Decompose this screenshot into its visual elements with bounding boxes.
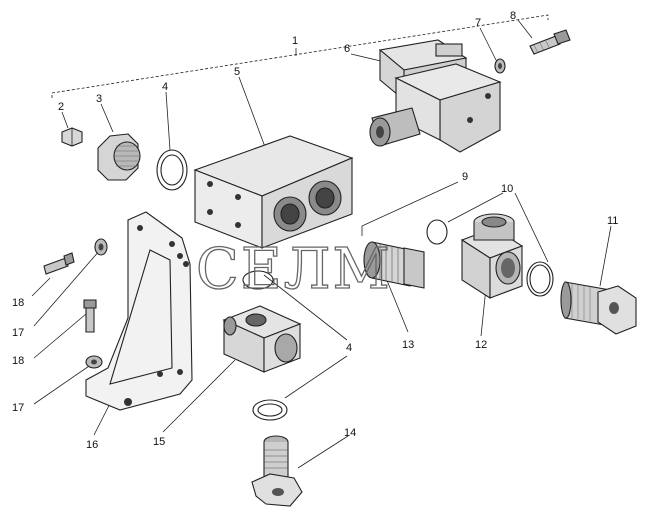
part-4-washer-lower — [242, 270, 288, 421]
callout-15: 15 — [153, 436, 165, 448]
part-16-bracket — [85, 211, 193, 411]
part-9-o-ring — [426, 219, 448, 245]
callout-6: 6 — [344, 43, 350, 55]
callout-18a: 18 — [12, 297, 24, 309]
callout-1: 1 — [292, 35, 298, 47]
part-12-tee-fitting — [460, 213, 524, 300]
callout-labels: 1 2 3 4 4 5 6 7 8 9 10 11 12 13 14 15 16… — [12, 10, 618, 451]
callout-18b: 18 — [12, 355, 24, 367]
part-6-solenoid-valve — [369, 39, 502, 153]
callout-3: 3 — [96, 93, 102, 105]
callout-13: 13 — [402, 339, 414, 351]
callout-4b: 4 — [346, 342, 352, 354]
part-8-bolt — [529, 29, 571, 55]
part-11-banjo-fitting — [560, 281, 637, 335]
part-14-hollow-bolt — [251, 435, 303, 507]
part-17-washers — [85, 238, 108, 369]
part-18-bolts — [43, 252, 97, 333]
callout-2: 2 — [58, 101, 64, 113]
callout-17a: 17 — [12, 327, 24, 339]
part-7-washer — [494, 58, 506, 74]
callout-7: 7 — [475, 17, 481, 29]
callout-5: 5 — [234, 66, 240, 78]
part-5-valve-body — [193, 135, 354, 249]
part-4-washer-upper — [156, 149, 188, 191]
callout-14: 14 — [344, 427, 356, 439]
callout-12: 12 — [475, 339, 487, 351]
part-3-hex-plug — [97, 133, 141, 181]
part-2-plug — [61, 127, 83, 147]
callout-10: 10 — [501, 183, 513, 195]
watermark: СЕЛМ — [196, 237, 392, 302]
callout-9: 9 — [462, 171, 468, 183]
part-15-banjo-fitting — [222, 305, 302, 373]
part-10-o-ring — [526, 261, 554, 297]
callout-4a: 4 — [162, 81, 168, 93]
part-13-adapter — [363, 241, 425, 289]
callout-11: 11 — [607, 215, 618, 227]
callout-17b: 17 — [12, 402, 24, 414]
callout-8: 8 — [510, 10, 516, 22]
callout-16: 16 — [86, 439, 98, 451]
